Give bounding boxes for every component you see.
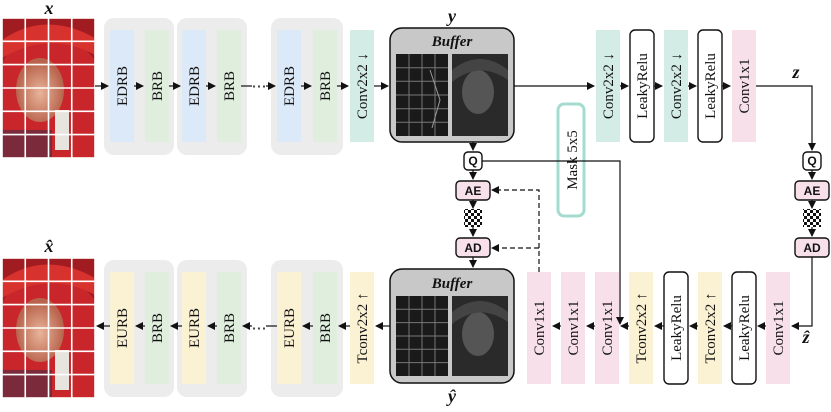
buffer-bottom: Buffer xyxy=(389,268,515,384)
svg-text:Q: Q xyxy=(807,154,816,168)
arithmetic-decoder-main: AD xyxy=(455,237,491,258)
hyper-encoder-leakyrelu-1: LeakyRelu xyxy=(629,29,655,143)
svg-text:Q: Q xyxy=(468,154,477,168)
encoder-block-brb-1: BRB xyxy=(145,30,169,142)
mask-5x5: Mask 5x5 xyxy=(556,102,586,218)
y-hat-label: ŷ xyxy=(446,386,457,406)
arithmetic-decoder-hyper: AD xyxy=(794,237,830,258)
y-label: y xyxy=(446,6,457,26)
svg-text:BRB: BRB xyxy=(318,71,334,101)
hyper-encoder-leakyrelu-2: LeakyRelu xyxy=(697,29,723,143)
svg-text:EURB: EURB xyxy=(187,308,203,348)
svg-text:Conv2x2 ↓: Conv2x2 ↓ xyxy=(355,53,371,119)
svg-text:EURB: EURB xyxy=(282,308,298,348)
svg-text:LeakyRelu: LeakyRelu xyxy=(737,295,753,361)
input-grid xyxy=(1,17,96,159)
context-conv1x1-2: Conv1x1 xyxy=(561,272,585,384)
encoder-block-brb-3: BRB xyxy=(313,30,337,142)
hyper-decoder-tconv-1: Tconv2x2 ↑ xyxy=(698,272,722,384)
svg-text:EDRB: EDRB xyxy=(187,66,203,106)
svg-text:LeakyRelu: LeakyRelu xyxy=(635,53,651,119)
svg-text:AD: AD xyxy=(803,241,821,255)
svg-text:Tconv2x2 ↑: Tconv2x2 ↑ xyxy=(355,292,371,363)
bitstream-main xyxy=(464,209,482,227)
context-conv1x1-1: Conv1x1 xyxy=(527,272,551,384)
buffer-bottom-label: Buffer xyxy=(431,276,473,292)
svg-text:EURB: EURB xyxy=(115,308,131,348)
svg-text:Mask 5x5: Mask 5x5 xyxy=(565,130,581,190)
z-label: z xyxy=(791,62,799,82)
svg-text:Tconv2x2 ↑: Tconv2x2 ↑ xyxy=(634,292,650,363)
encoder-block-edrb-1: EDRB xyxy=(110,30,134,142)
svg-text:AE: AE xyxy=(465,184,482,198)
svg-text:LeakyRelu: LeakyRelu xyxy=(703,53,719,119)
svg-text:EDRB: EDRB xyxy=(115,66,131,106)
hyper-decoder-conv1x1: Conv1x1 xyxy=(766,272,790,384)
buffer-top: Buffer xyxy=(389,27,515,143)
decoder-tconv: Tconv2x2 ↑ xyxy=(350,272,374,384)
context-conv1x1-3: Conv1x1 xyxy=(595,272,619,384)
x-label: x xyxy=(44,0,54,18)
svg-text:BRB: BRB xyxy=(150,313,166,343)
bitstream-hyper xyxy=(803,209,821,227)
output-grid xyxy=(1,257,96,399)
svg-text:BRB: BRB xyxy=(150,71,166,101)
encoder-ellipsis: ⋯ xyxy=(252,79,267,95)
svg-text:Conv1x1: Conv1x1 xyxy=(600,300,616,355)
hyper-decoder-tconv-2: Tconv2x2 ↑ xyxy=(629,272,653,384)
hyper-decoder-leakyrelu-1: LeakyRelu xyxy=(731,271,757,385)
hyper-encoder-conv1x1: Conv1x1 xyxy=(732,30,756,142)
decoder-ellipsis: ⋯ xyxy=(252,321,267,337)
hyper-encoder-conv-2: Conv2x2 ↓ xyxy=(664,30,688,142)
buffer-top-label: Buffer xyxy=(431,34,473,50)
connection-arrows xyxy=(96,82,816,330)
svg-text:Conv1x1: Conv1x1 xyxy=(737,58,753,113)
svg-text:Conv2x2 ↓: Conv2x2 ↓ xyxy=(669,53,685,119)
svg-text:BRB: BRB xyxy=(222,313,238,343)
svg-text:BRB: BRB xyxy=(222,71,238,101)
dashed-feedback xyxy=(491,186,540,272)
svg-text:AE: AE xyxy=(804,184,821,198)
decoder-block-eurb-1: EURB xyxy=(110,272,134,384)
encoder-conv: Conv2x2 ↓ xyxy=(350,30,374,142)
svg-text:Conv1x1: Conv1x1 xyxy=(771,300,787,355)
svg-text:Conv1x1: Conv1x1 xyxy=(566,300,582,355)
hyper-decoder-leakyrelu-2: LeakyRelu xyxy=(663,271,689,385)
encoder-block-brb-2: BRB xyxy=(217,30,241,142)
decoder-block-eurb-3: EURB xyxy=(277,272,301,384)
quantizer-hyper: Q xyxy=(802,151,822,171)
arithmetic-encoder-hyper: AE xyxy=(794,180,830,201)
svg-text:AD: AD xyxy=(464,241,482,255)
svg-text:LeakyRelu: LeakyRelu xyxy=(669,295,685,361)
arithmetic-encoder-main: AE xyxy=(455,180,491,201)
z-hat-label: ẑ xyxy=(801,327,810,347)
svg-text:EDRB: EDRB xyxy=(282,66,298,106)
svg-text:Tconv2x2 ↑: Tconv2x2 ↑ xyxy=(703,292,719,363)
svg-text:BRB: BRB xyxy=(318,313,334,343)
encoder-block-edrb-2: EDRB xyxy=(182,30,206,142)
encoder-block-edrb-3: EDRB xyxy=(277,30,301,142)
quantizer-main: Q xyxy=(463,151,483,171)
x-hat-label: x̂ xyxy=(44,236,54,256)
decoder-block-eurb-2: EURB xyxy=(182,272,206,384)
svg-text:Conv2x2 ↓: Conv2x2 ↓ xyxy=(601,53,617,119)
decoder-block-brb-1: BRB xyxy=(145,272,169,384)
hyper-encoder-conv-1: Conv2x2 ↓ xyxy=(596,30,620,142)
decoder-block-brb-2: BRB xyxy=(217,272,241,384)
decoder-block-brb-3: BRB xyxy=(313,272,337,384)
svg-text:Conv1x1: Conv1x1 xyxy=(532,300,548,355)
